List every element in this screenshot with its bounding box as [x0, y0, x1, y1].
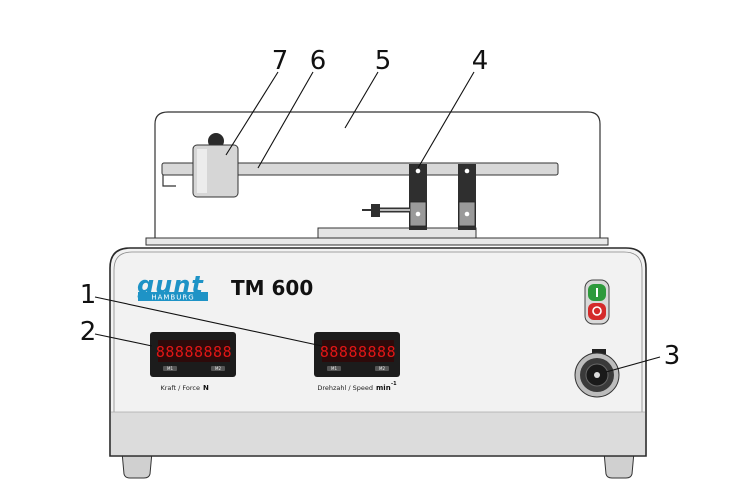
bearing-hole	[415, 211, 421, 217]
speed-m1-button[interactable]	[327, 366, 341, 371]
weight-highlight	[197, 149, 207, 193]
speed-m2-label: M2	[379, 366, 385, 371]
foot-right	[603, 451, 635, 479]
speed-label: Drehzahl / Speed	[317, 384, 373, 392]
speed-m1-label: M1	[331, 366, 337, 371]
top-rim	[145, 237, 609, 246]
speed-m2-button[interactable]	[375, 366, 389, 371]
force-m2-button[interactable]	[211, 366, 225, 371]
callout-5: 5	[375, 46, 392, 76]
foot-left	[121, 451, 153, 479]
speed-unit: min	[376, 384, 391, 392]
force-m1-button[interactable]	[163, 366, 177, 371]
force-m1-label: M1	[167, 366, 173, 371]
bearing-hole	[415, 168, 421, 174]
force-unit: N	[203, 384, 209, 392]
protective-cover	[154, 111, 601, 243]
force-m2-label: M2	[215, 366, 221, 371]
callout-2: 2	[80, 317, 97, 347]
potentiometer-knob-icon[interactable]	[574, 349, 620, 398]
brand-logo-subtext: HAMBURG	[151, 294, 194, 302]
start-stop-switch-icon[interactable]	[584, 279, 610, 325]
callout-1: 1	[80, 280, 97, 310]
model-name: TM 600	[231, 276, 313, 300]
force-label: Kraft / Force	[160, 384, 200, 392]
speed-display: 88888888 M1 M2	[314, 332, 400, 377]
clamp	[371, 204, 380, 217]
force-display: 88888888 M1 M2	[150, 332, 236, 377]
bearing-hole	[464, 211, 470, 217]
callout-4: 4	[472, 46, 489, 76]
callout-3: 3	[664, 341, 681, 371]
leader-lines	[94, 71, 661, 373]
speed-unit-exponent: -1	[391, 381, 397, 387]
speed-reading: 88888888	[320, 343, 396, 361]
housing-base-band	[111, 412, 645, 455]
callout-7: 7	[272, 46, 289, 76]
force-reading: 88888888	[156, 343, 232, 361]
shaft-hook	[162, 175, 176, 187]
callout-6: 6	[310, 46, 327, 76]
bearing-hole	[464, 168, 470, 174]
housing-inner-edge	[113, 251, 643, 412]
brand-logo: gunt HAMBURG	[137, 271, 208, 302]
